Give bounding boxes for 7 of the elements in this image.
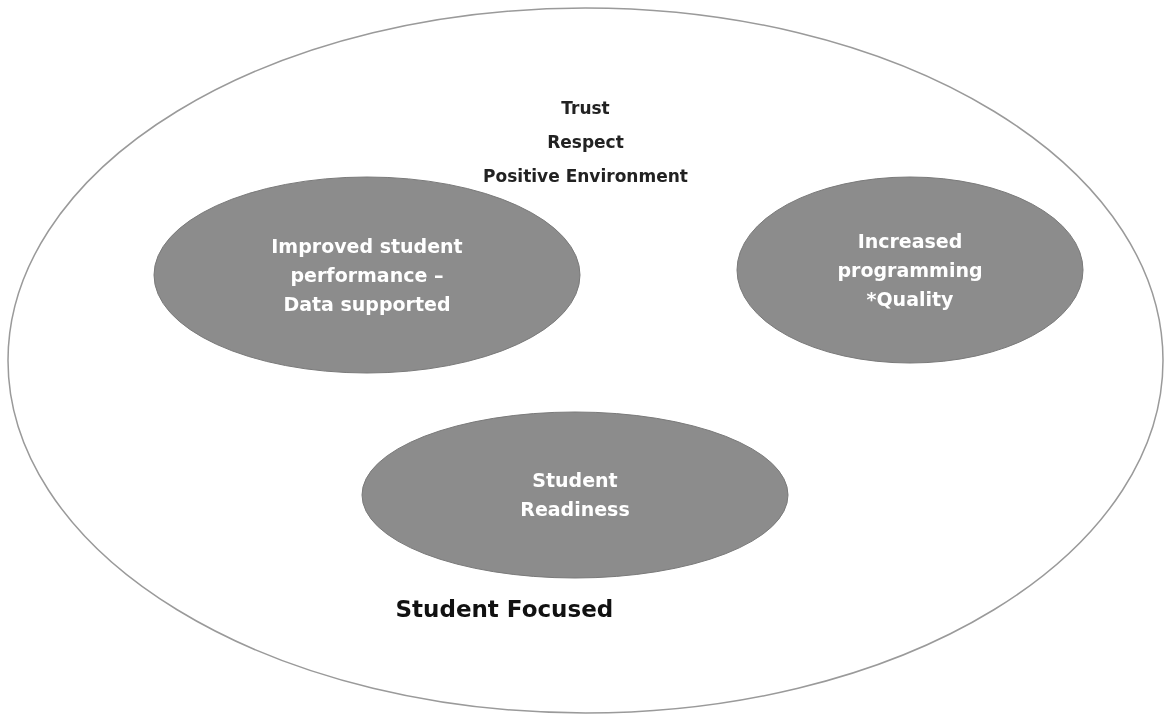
circle-label: Student Readiness	[519, 468, 631, 522]
circle-label: Increased programming *Quality	[836, 228, 984, 312]
heading: Student Focused	[395, 596, 614, 622]
circle-label: Improved student performance – Data supported	[270, 233, 464, 317]
value-label: Trust	[561, 98, 610, 118]
value-label: Positive Environment	[483, 166, 688, 186]
value-label: Respect	[547, 132, 624, 152]
